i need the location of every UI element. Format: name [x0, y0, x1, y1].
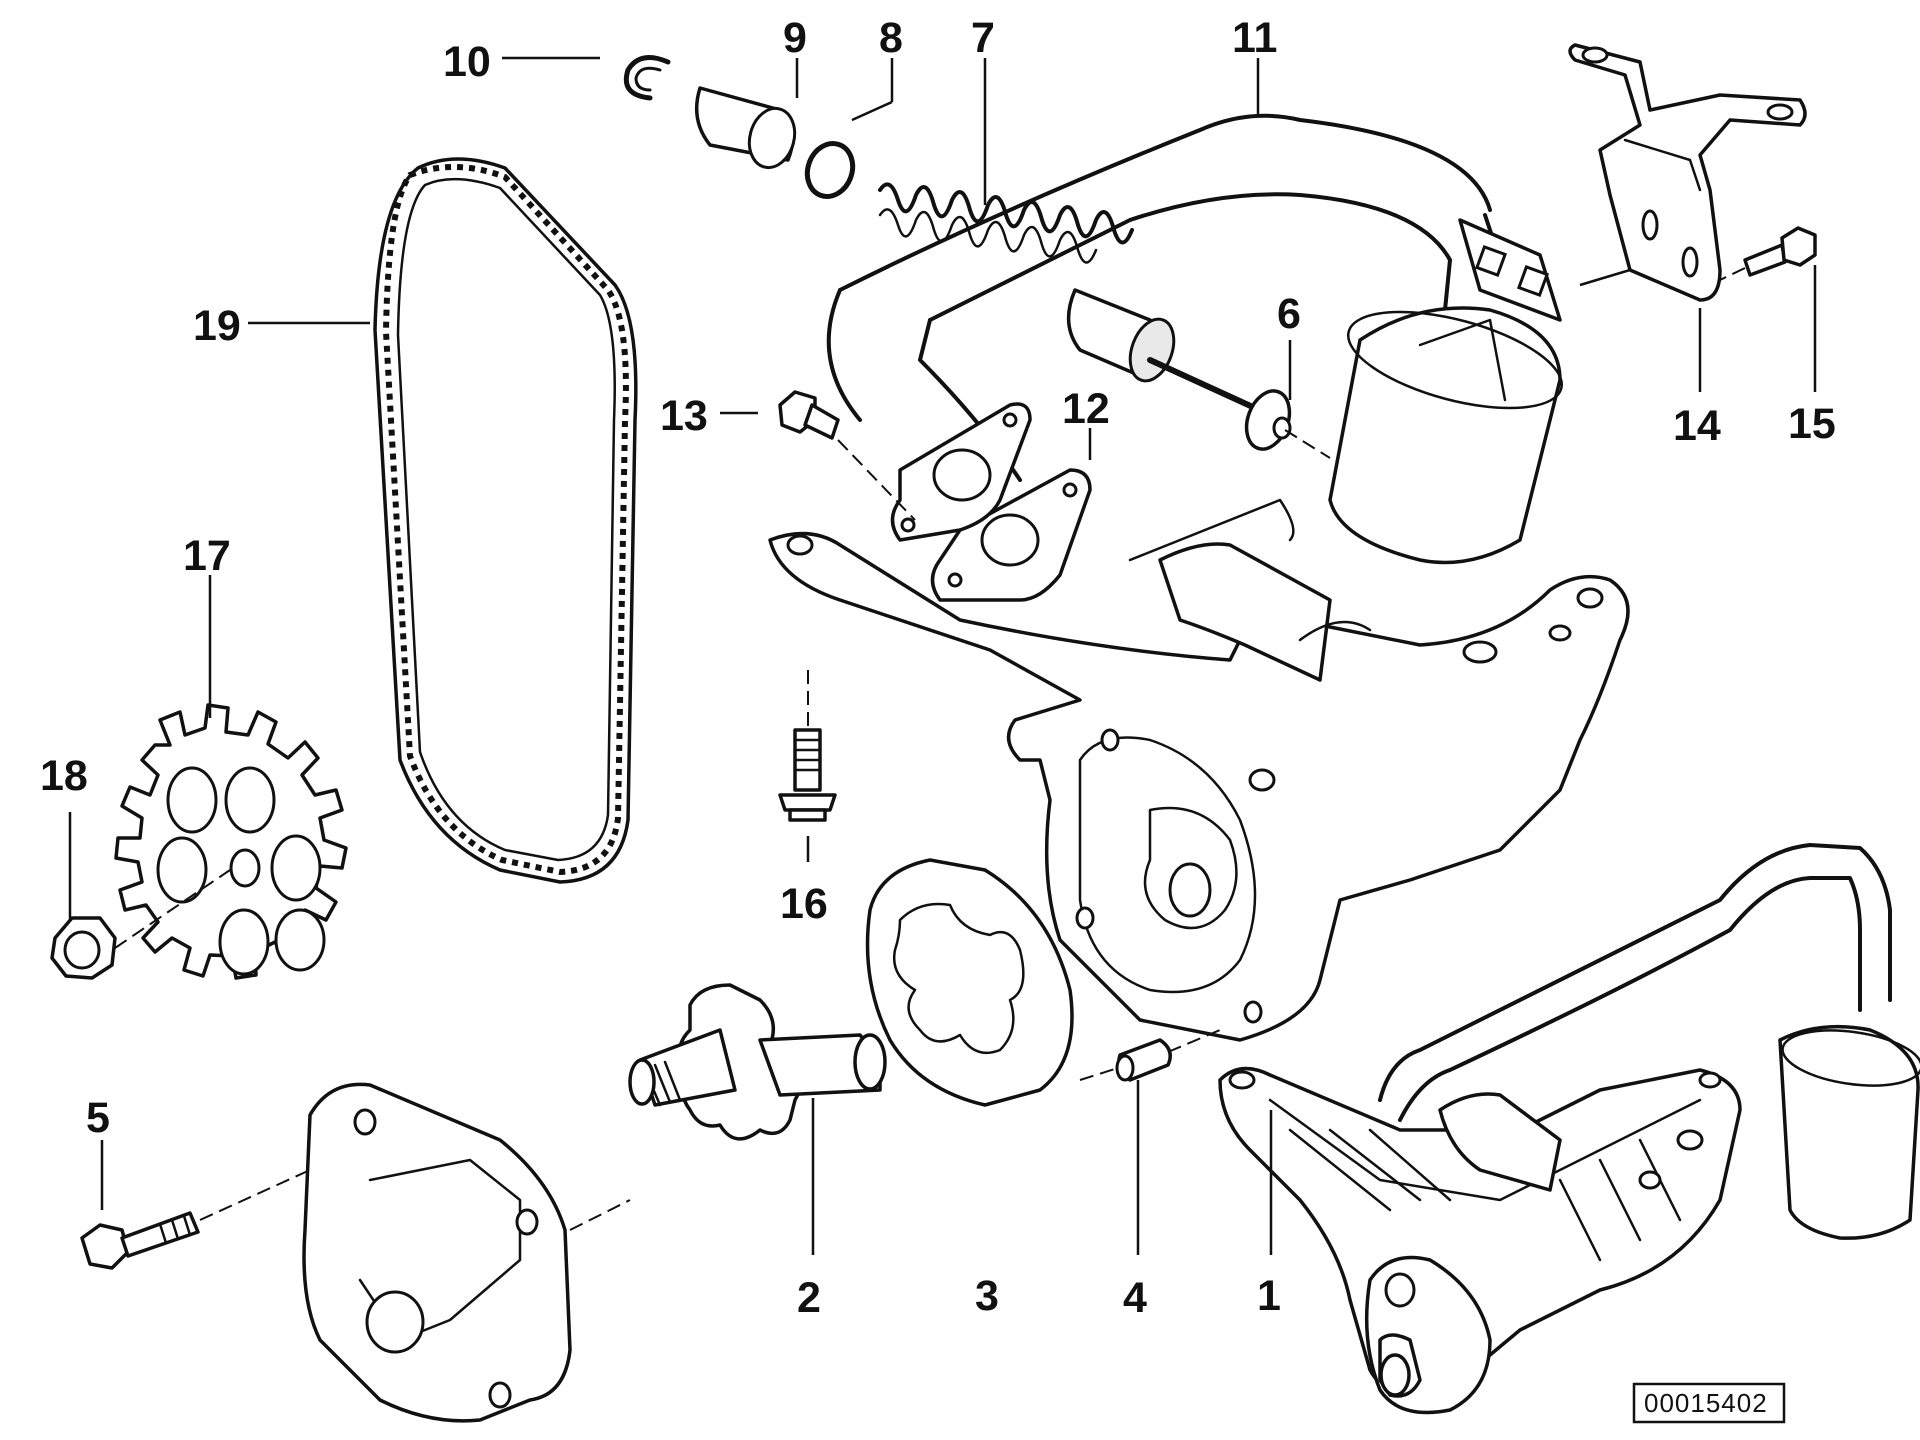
callout-10: 10 — [443, 38, 491, 86]
circlip — [623, 55, 671, 101]
leader-lines — [68, 56, 1817, 1255]
oil-pump-assembly — [1218, 843, 1920, 1415]
timing-chain — [373, 157, 638, 884]
dowel-pin — [1079, 1029, 1221, 1082]
pipe-flange — [890, 402, 1032, 542]
reference-box: 00015402 — [1632, 1382, 1786, 1424]
nut — [50, 869, 231, 980]
callout-17: 17 — [183, 532, 231, 580]
dowel-bolt — [778, 670, 837, 822]
callout-9: 9 — [783, 14, 807, 62]
callout-14: 14 — [1673, 402, 1721, 450]
bracket-bolt — [1719, 226, 1817, 281]
callout-8: 8 — [879, 14, 903, 62]
o-ring — [804, 141, 856, 199]
oil-suction-pipe — [826, 113, 1564, 565]
reference-number: 00015402 — [1644, 1388, 1768, 1418]
callout-7: 7 — [971, 14, 995, 62]
outer-rotor — [865, 858, 1074, 1107]
flange-bolt — [778, 390, 916, 521]
sleeve — [694, 86, 797, 170]
callout-16: 16 — [780, 880, 828, 928]
callout-6: 6 — [1277, 290, 1301, 338]
pump-cover — [302, 1082, 631, 1423]
spring — [878, 182, 1134, 264]
callout-19: 19 — [193, 302, 241, 350]
callout-4: 4 — [1123, 1274, 1147, 1322]
callout-3: 3 — [975, 1272, 999, 1320]
callout-13: 13 — [660, 392, 708, 440]
relief-valve-piston — [1066, 288, 1331, 459]
callouts: 1 2 3 4 5 6 7 8 9 10 11 12 13 14 15 16 1… — [40, 14, 1836, 1322]
callout-2: 2 — [797, 1274, 821, 1322]
callout-15: 15 — [1788, 400, 1836, 448]
oil-pump-housing — [768, 498, 1630, 1042]
inner-rotor-shaft — [628, 983, 887, 1141]
sprocket — [114, 703, 348, 980]
callout-1: 1 — [1257, 1272, 1281, 1320]
cover-bolt — [80, 1169, 311, 1270]
callout-11: 11 — [1232, 14, 1277, 62]
callout-12: 12 — [1062, 385, 1110, 433]
mounting-bracket — [1568, 43, 1807, 302]
callout-5: 5 — [86, 1094, 110, 1142]
gasket — [930, 468, 1092, 602]
callout-18: 18 — [40, 752, 88, 800]
